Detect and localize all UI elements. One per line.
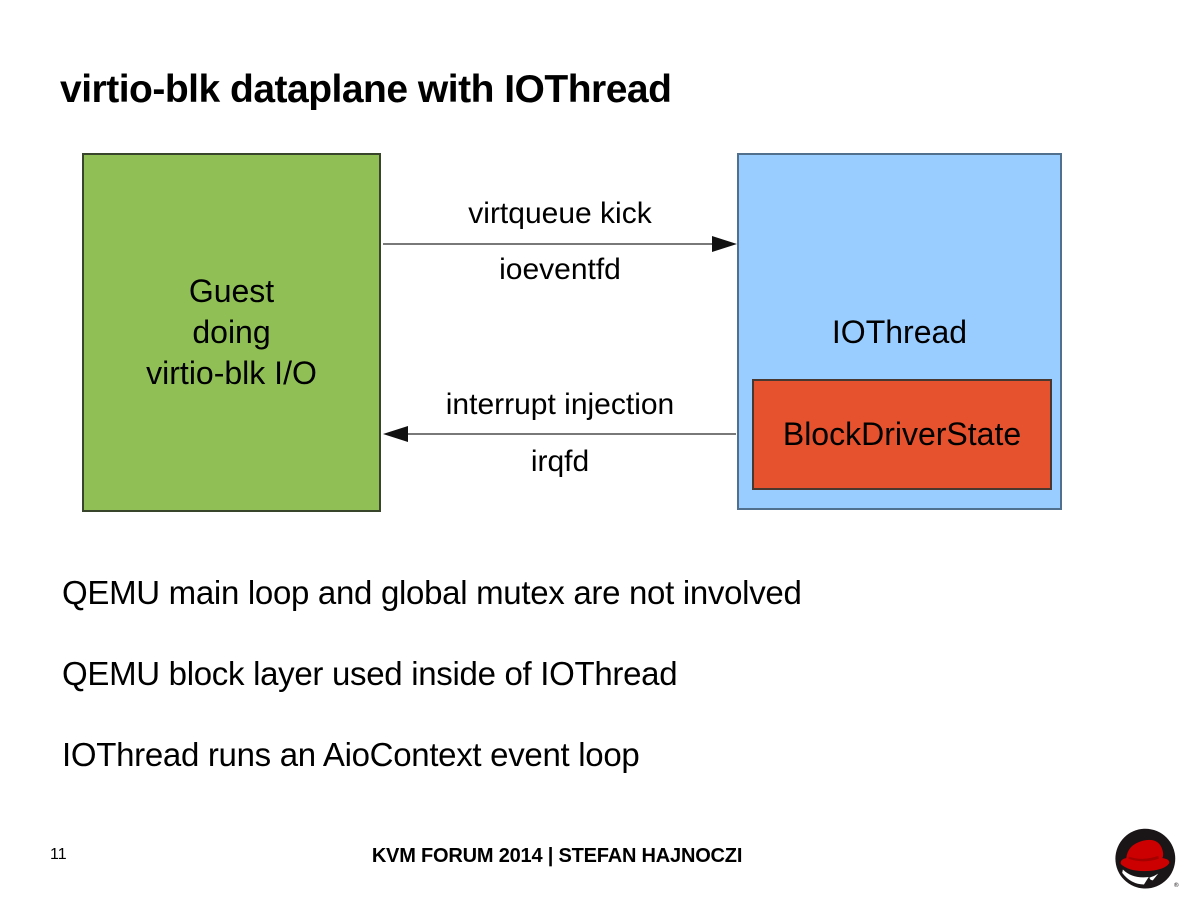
redhat-logo-icon: ® [1115, 828, 1179, 889]
footer-text: KVM FORUM 2014 | STEFAN HAJNOCZI [371, 845, 743, 867]
svg-text:®: ® [1173, 881, 1179, 889]
guest-box-label-line3: virtio-blk I/O [146, 355, 317, 391]
guest-box-label-line2: doing [192, 314, 271, 350]
guest-box-label-line1: Guest [188, 273, 275, 309]
virtqueue-kick-label: virtqueue kick [468, 197, 652, 230]
bullet-block-layer: QEMU block layer used inside of IOThread [62, 655, 678, 692]
guest-box: Guest doing virtio-blk I/O [82, 153, 381, 512]
interrupt-injection-arrow [383, 426, 736, 442]
page-number: 11 [50, 846, 67, 863]
ioeventfd-label: ioeventfd [499, 253, 621, 286]
page-title: virtio-blk dataplane with IOThread [60, 68, 672, 111]
virtqueue-kick-arrow [383, 236, 737, 252]
bullet-main-loop: QEMU main loop and global mutex are not … [62, 574, 802, 611]
blockdriverstate-box: BlockDriverState [752, 379, 1052, 490]
interrupt-injection-label: interrupt injection [445, 388, 675, 421]
iothread-box-label: IOThread [831, 314, 968, 350]
blockdriverstate-box-label: BlockDriverState [782, 416, 1022, 452]
bullet-aiocontext: IOThread runs an AioContext event loop [62, 736, 640, 773]
irqfd-label: irqfd [530, 445, 590, 478]
